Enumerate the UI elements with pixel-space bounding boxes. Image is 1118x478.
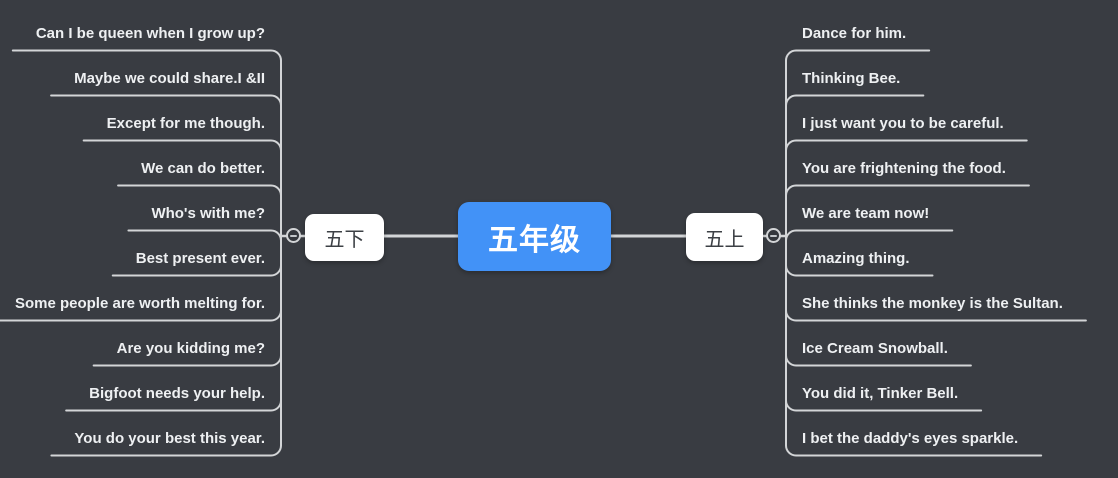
leaf-topic[interactable]: You do your best this year. [74,430,265,447]
leaf-topic[interactable]: Ice Cream Snowball. [802,340,948,357]
leaf-topic[interactable]: You are frightening the food. [802,160,1006,177]
collapse-button-right-branch[interactable] [766,228,781,243]
leaf-topic[interactable]: We can do better. [141,160,265,177]
leaf-topic[interactable]: Can I be queen when I grow up? [35,25,265,42]
root-topic-node[interactable]: 五年级 [458,202,611,271]
minus-icon [770,234,777,237]
leaf-topic[interactable]: Maybe we could share.I &II [74,70,265,87]
minus-icon [290,234,297,237]
collapse-button-left-branch[interactable] [286,228,301,243]
branch-topic-node-first-semester[interactable]: 五上 [686,213,763,261]
leaf-topic[interactable]: I bet the daddy's eyes sparkle. [802,430,1019,447]
leaf-topic[interactable]: Are you kidding me? [116,340,265,357]
leaf-topic[interactable]: Thinking Bee. [802,70,901,87]
leaf-topic[interactable]: Who's with me? [151,205,265,222]
leaf-topic[interactable]: Some people are worth melting for. [14,295,265,312]
leaf-topic[interactable]: Best present ever. [135,250,265,267]
leaf-topic[interactable]: She thinks the monkey is the Sultan. [802,295,1063,312]
leaf-topic[interactable]: Bigfoot needs your help. [89,385,265,402]
branch-topic-node-second-semester[interactable]: 五下 [305,214,384,261]
leaf-topic[interactable]: We are team now! [802,205,930,222]
leaf-topic[interactable]: Amazing thing. [802,250,910,267]
leaf-topic[interactable]: Dance for him. [802,25,907,42]
leaf-topic[interactable]: I just want you to be careful. [802,115,1004,132]
leaf-topic[interactable]: You did it, Tinker Bell. [802,385,959,402]
leaf-topic[interactable]: Except for me though. [106,115,265,132]
